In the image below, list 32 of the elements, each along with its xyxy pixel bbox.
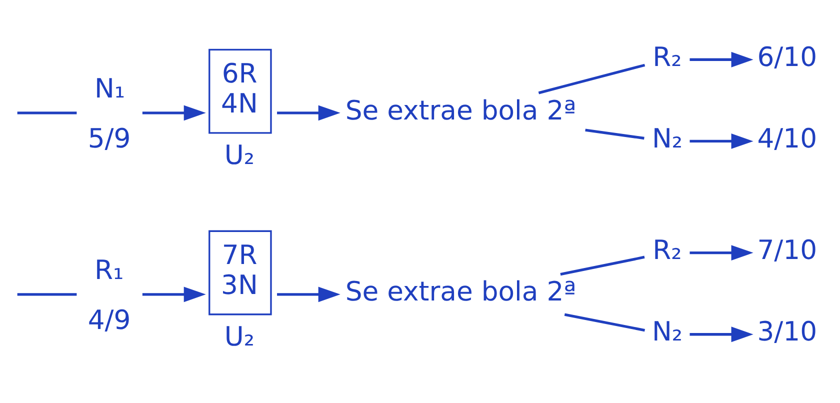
connector (17, 111, 77, 114)
connector (538, 63, 646, 94)
arrow (142, 104, 206, 120)
arrow (277, 286, 340, 302)
arrow (277, 104, 340, 120)
node-text: R₁ (94, 254, 124, 286)
node-text: Se extrae bola 2ª (345, 276, 576, 308)
node-label: U₂ (224, 321, 255, 352)
node-text: R₂ (652, 234, 682, 266)
arrow (690, 326, 754, 342)
node-text: 7/10 (757, 234, 818, 266)
connector (560, 255, 645, 276)
node-text: N₁ (94, 73, 126, 104)
node-label: 4/9 (88, 304, 131, 336)
node-text: 3/10 (757, 316, 818, 348)
connector (17, 292, 77, 296)
arrow (142, 286, 206, 302)
node-text: R₂ (652, 41, 682, 72)
arrow (690, 133, 754, 148)
arrow (690, 244, 754, 260)
connector (585, 128, 644, 140)
node-label: 5/9 (88, 123, 131, 154)
node-box: 6R 4N (208, 48, 272, 134)
node-text: N₂ (652, 316, 683, 348)
node-text: 4/10 (757, 123, 818, 154)
arrow (690, 51, 754, 67)
node-text: Se extrae bola 2ª (345, 94, 576, 126)
connector (564, 312, 646, 332)
node-text: N₂ (652, 123, 683, 154)
node-box: 7R 3N (208, 230, 272, 315)
node-label: U₂ (224, 140, 255, 171)
node-text: 6/10 (757, 41, 818, 72)
